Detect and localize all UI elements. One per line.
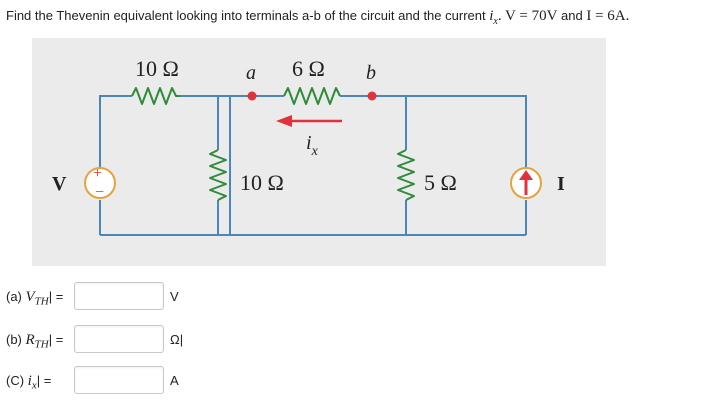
question-and: and xyxy=(557,8,587,23)
resistor-6ohm xyxy=(283,87,341,105)
label-current-source: I xyxy=(557,173,565,195)
label-r-right: 5 Ω xyxy=(424,170,457,195)
question-v-expr: . V = 70V xyxy=(497,8,558,24)
answer-label-rth: (b) RTH| = xyxy=(6,332,64,351)
circuit-background xyxy=(32,38,606,266)
current-source xyxy=(510,167,542,199)
resistors xyxy=(131,87,415,201)
question-i-expr: I = 6A. xyxy=(586,8,630,24)
terminal-a-dot xyxy=(247,91,257,101)
voltage-source-circle xyxy=(84,167,116,199)
wire-b-right xyxy=(372,95,527,168)
question-ix: ix xyxy=(489,8,498,27)
vth-input[interactable] xyxy=(74,282,164,310)
label-terminal-a: a xyxy=(246,62,256,84)
label-current-ix: ix xyxy=(306,132,319,159)
resistor-vertical-10ohm xyxy=(209,149,227,201)
current-arrow-ix xyxy=(276,115,342,127)
answer-label-vth: (a) VTH| = xyxy=(6,289,64,308)
label-r-vert: 10 Ω xyxy=(240,170,284,195)
rth-input[interactable] xyxy=(74,325,164,353)
circuit-labels: 10 Ω a 6 Ω b ix 10 Ω 5 Ω V I + − xyxy=(52,56,565,201)
resistor-5ohm xyxy=(397,149,415,201)
terminal-b-dot xyxy=(367,91,377,101)
voltage-minus-sign: − xyxy=(95,184,104,201)
voltage-plus-sign: + xyxy=(93,165,102,182)
label-voltage-source: V xyxy=(52,173,67,195)
label-r-mid: 6 Ω xyxy=(292,56,325,81)
ix-unit: A xyxy=(170,373,179,388)
circuit-wires xyxy=(99,95,527,236)
wire-left-top xyxy=(99,95,132,170)
rth-unit: Ω| xyxy=(170,332,184,347)
answer-label-ix: (C) ix| = xyxy=(6,373,52,392)
vth-unit: V xyxy=(170,289,179,304)
resistor-left-10ohm xyxy=(131,87,180,105)
voltage-source xyxy=(84,167,116,199)
question-text: Find the Thevenin equivalent looking int… xyxy=(6,8,629,27)
circuit-diagram: 10 Ω a 6 Ω b ix 10 Ω 5 Ω V I + − xyxy=(32,38,606,266)
label-terminal-b: b xyxy=(366,62,376,84)
ix-input[interactable] xyxy=(74,366,164,394)
current-source-arrow-head xyxy=(519,170,533,180)
label-r-left: 10 Ω xyxy=(135,56,179,81)
question-prefix: Find the Thevenin equivalent looking int… xyxy=(6,8,490,23)
